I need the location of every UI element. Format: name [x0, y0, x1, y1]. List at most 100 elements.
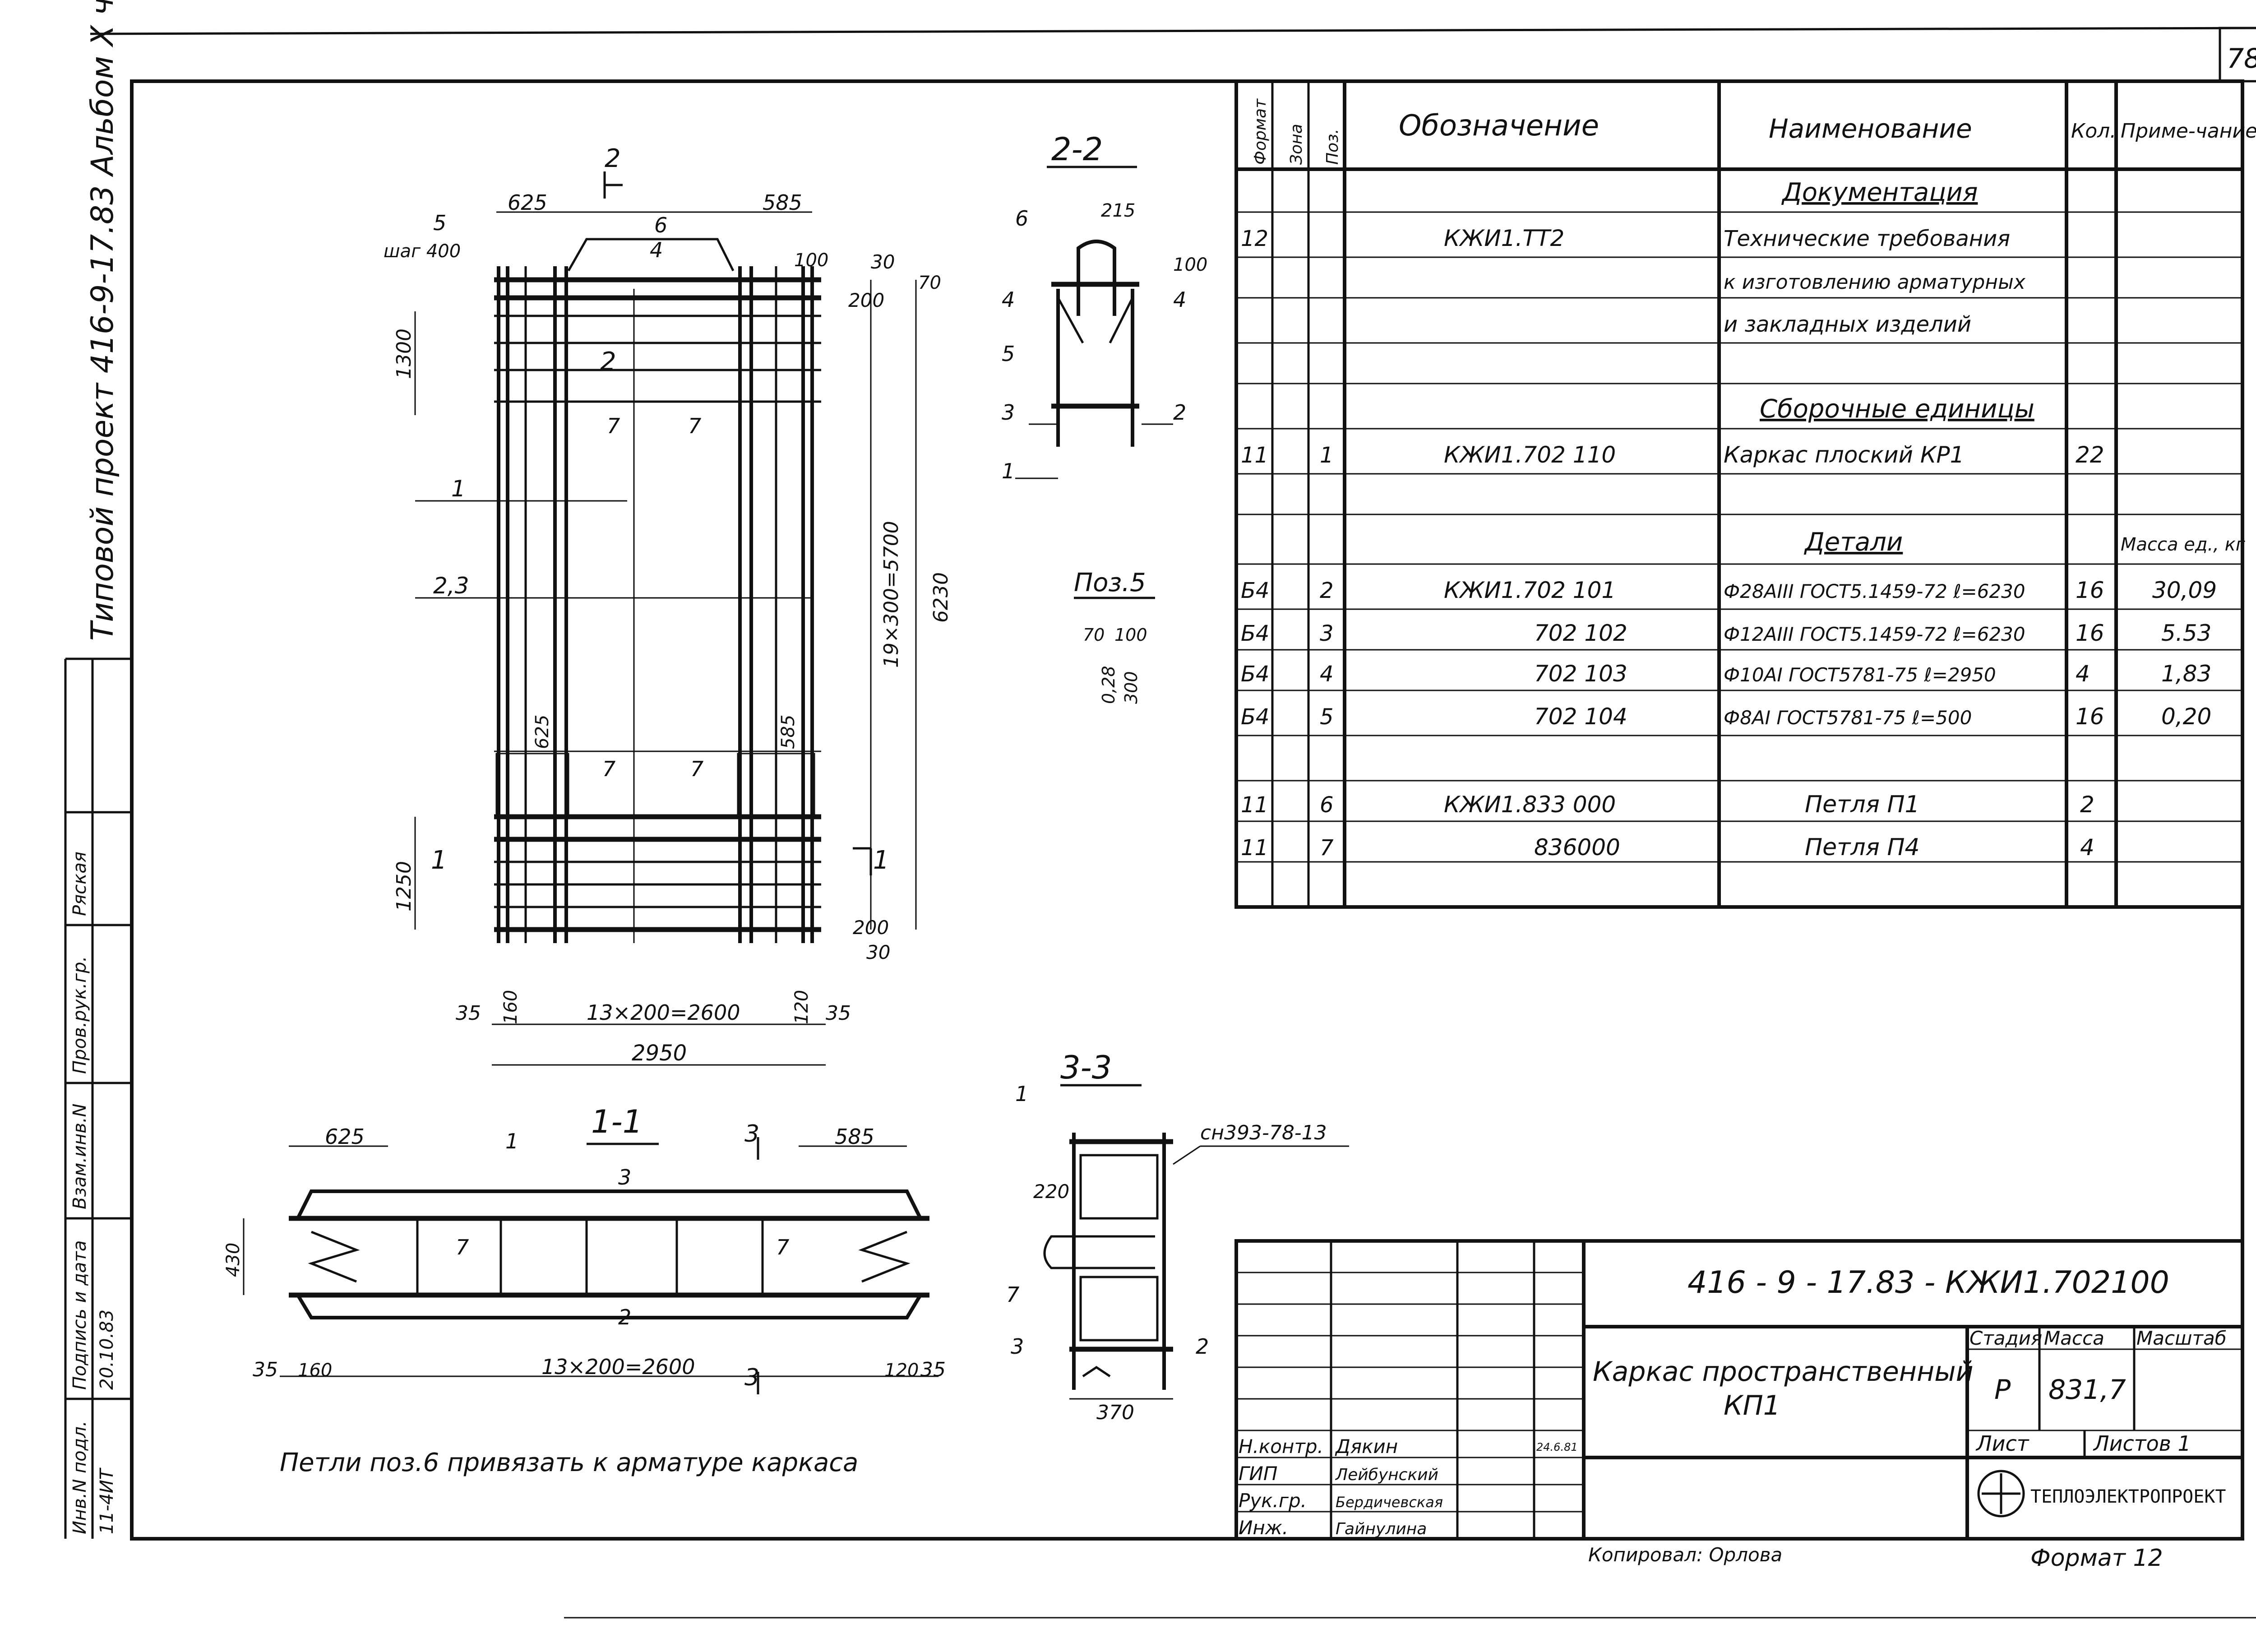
dim-2950: 2950 [632, 1041, 687, 1066]
spec-header-format: Формат [1251, 98, 1270, 165]
spec-row: к изготовлению арматурных [1724, 271, 2026, 294]
prov-ruk-label: Пров.рук.гр. [69, 956, 90, 1074]
svg-text:Петля П4: Петля П4 [1805, 834, 1920, 861]
svg-text:Б4: Б4 [1241, 662, 1269, 687]
section-2-2 [1015, 166, 1173, 479]
spec-header-zona: Зона [1287, 124, 1306, 165]
section-3-3-title: 3-3 [1060, 1049, 1112, 1086]
svg-text:Б4: Б4 [1241, 704, 1269, 730]
ryaskaya-label: Ряская [69, 851, 90, 916]
spec-row: Б4 5 702 104 Ф8АI ГОСТ5781-75 ℓ=500 16 0… [1241, 703, 2211, 730]
dim-585-vert: 585 [778, 715, 799, 749]
svg-text:702 102: 702 102 [1534, 620, 1627, 646]
dim-6230: 6230 [929, 572, 952, 623]
pos-7-b: 7 [688, 414, 701, 438]
svg-text:0,20: 0,20 [2161, 703, 2211, 730]
svg-text:11: 11 [1241, 443, 1268, 468]
spec-row: 11 6 КЖИ1.833 000 Петля П1 2 [1241, 791, 2094, 818]
pos-7-c: 7 [602, 757, 615, 781]
section-1-1-title: 1-1 [591, 1103, 643, 1140]
dim-1300: 1300 [393, 329, 416, 379]
s33-pos-7: 7 [1006, 1282, 1019, 1307]
section-documentation: Документация [1781, 178, 1978, 207]
svg-text:2: 2 [2080, 791, 2094, 818]
s33-dim-370: 370 [1096, 1401, 1134, 1424]
dim-13x200: 13×200=2600 [587, 1000, 740, 1025]
s33-pos-2: 2 [1196, 1334, 1209, 1359]
spec-header-kol: Кол. [2071, 120, 2116, 143]
sheet-number: 78 [2227, 43, 2256, 74]
svg-text:КЖИ1.702 101: КЖИ1.702 101 [1444, 577, 1616, 603]
section-details: Детали [1803, 528, 1903, 557]
s33-dim-220: 220 [1033, 1180, 1069, 1203]
svg-text:5.53: 5.53 [2161, 620, 2211, 646]
s11-pos-2: 2 [618, 1305, 631, 1329]
svg-text:30,09: 30,09 [2152, 577, 2217, 603]
s33-pos-3: 3 [1011, 1334, 1024, 1359]
cut-2-top: 2 [605, 144, 621, 173]
spec-row: Б4 2 КЖИ1.702 101 Ф28АIII ГОСТ5.1459-72 … [1241, 577, 2217, 603]
s11-dim-625: 625 [325, 1124, 365, 1149]
date-nkontr: 24.6.81 [1536, 1441, 1578, 1453]
svg-text:6: 6 [1320, 792, 1334, 818]
dim-1250: 1250 [393, 861, 416, 912]
poz5-title: Поз.5 [1074, 568, 1146, 597]
spec-table-grid [1234, 79, 2244, 909]
svg-text:11: 11 [1241, 835, 1268, 861]
cut-1-right: 1 [873, 846, 889, 875]
s11-pos-7a: 7 [456, 1235, 469, 1259]
s22-pos-3: 3 [1002, 400, 1015, 425]
section-3-3 [1043, 1084, 1349, 1400]
dim-35-left: 35 [456, 1002, 481, 1025]
pos-2-3-label: 2,3 [433, 573, 469, 599]
svg-text:16: 16 [2076, 577, 2104, 603]
section-2-2-title: 2-2 [1051, 131, 1103, 168]
drawing-code: 416 - 9 - 17.83 - КЖИ1.702100 [1687, 1265, 2169, 1300]
svg-text:КЖИ1.833 000: КЖИ1.833 000 [1444, 791, 1616, 818]
vzam-label: Взам.инв.N [69, 1104, 90, 1209]
s11-cut-3-bot: 3 [744, 1364, 759, 1391]
dim-35-right: 35 [826, 1002, 851, 1025]
s11-pos-3: 3 [618, 1165, 631, 1189]
step-400: шаг 400 [384, 241, 461, 262]
spec-header-oboz: Обозначение [1399, 109, 1599, 143]
name-rukgr: Бердичевская [1336, 1494, 1443, 1511]
svg-text:1,83: 1,83 [2161, 661, 2211, 687]
svg-text:Петля П1: Петля П1 [1805, 791, 1920, 818]
assembly-note: Петли поз.6 привязать к арматуре каркаса [280, 1448, 858, 1477]
inv-value: 11-4ИТ [97, 1467, 117, 1534]
mass-header: Масса ед., кг [2121, 534, 2246, 555]
role-gip: ГИП [1239, 1462, 1277, 1485]
section-1-1 [243, 1137, 938, 1394]
poz5-dim-70: 70 [1083, 625, 1105, 645]
s22-pos-2: 2 [1173, 400, 1186, 425]
s11-dim-13x200: 13×200=2600 [541, 1355, 695, 1379]
org-name: ТЕПЛОЭЛЕКТРОПРОЕКТ [2030, 1486, 2226, 1507]
dim-160: 160 [500, 990, 521, 1024]
svg-text:2: 2 [1320, 578, 1334, 603]
spec-row: 11 1 КЖИ1.702 110 Каркас плоский КР1 22 [1241, 442, 2104, 468]
dim-30-top: 30 [871, 251, 895, 273]
svg-text:4: 4 [1320, 662, 1334, 687]
svg-text:3: 3 [1320, 621, 1334, 646]
s22-dim-100: 100 [1173, 255, 1207, 275]
svg-text:и закладных изделий: и закладных изделий [1724, 312, 1971, 337]
svg-text:Б4: Б4 [1241, 621, 1269, 646]
dim-120: 120 [791, 990, 812, 1024]
stadia-header: Стадия [1969, 1327, 2042, 1349]
svg-text:11: 11 [1241, 792, 1268, 818]
name-gip: Лейбунский [1335, 1466, 1438, 1484]
s11-dim-430: 430 [223, 1243, 244, 1277]
list-header: Лист [1975, 1431, 2029, 1456]
massa-header: Масса [2044, 1327, 2104, 1349]
drawing-name-line2: КП1 [1724, 1390, 1780, 1421]
listov-header: Листов 1 [2093, 1431, 2191, 1456]
pos-7-a: 7 [607, 414, 620, 438]
role-inzh: Инж. [1239, 1517, 1288, 1539]
section-assembly: Сборочные единицы [1760, 394, 2034, 424]
poz5-dim-300: 300 [1121, 671, 1141, 704]
cut-1-left: 1 [431, 846, 447, 875]
spec-header-prim: Приме-чание [2121, 120, 2256, 143]
cut-2-mid: 2 [600, 347, 616, 376]
dim-30-bot: 30 [866, 941, 890, 963]
